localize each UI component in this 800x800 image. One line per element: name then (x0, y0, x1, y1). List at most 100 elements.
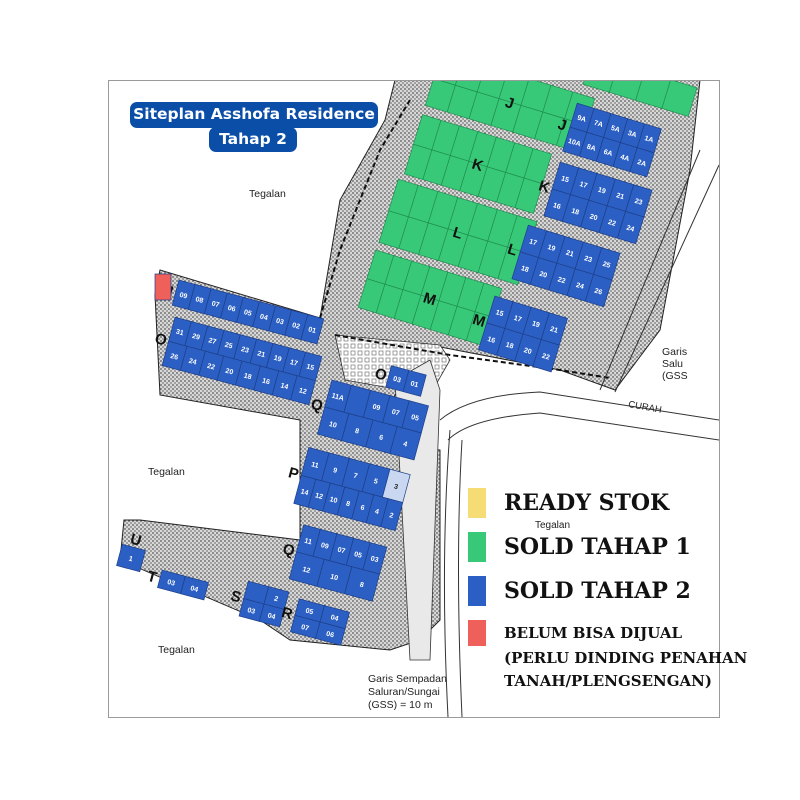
lot-number: 1 (128, 556, 134, 564)
lot-number: 3 (393, 483, 399, 491)
lot-number: 18 (243, 373, 252, 382)
lot-number: 6 (360, 504, 366, 512)
lot-number: 19 (597, 187, 607, 196)
lot-number: 06 (325, 631, 334, 640)
lot-number: 11 (310, 461, 319, 470)
lot-number: 21 (256, 350, 265, 359)
legend-swatch (468, 532, 486, 562)
lot-number: 06 (227, 305, 236, 314)
lot-2[interactable] (380, 498, 404, 532)
lot-number: 4 (402, 441, 408, 449)
lot-number: 07 (391, 409, 400, 418)
lot-number: 23 (583, 255, 593, 264)
lot-number: 03 (246, 607, 255, 616)
lot-number: 03 (370, 555, 379, 564)
lot-number: 12 (302, 566, 311, 575)
label-gss-bottom: Garis Sempadan Saluran/Sungai (GSS) = 10… (368, 673, 447, 711)
lot-number: 22 (557, 276, 567, 285)
title-line-1: Siteplan Asshofa Residence (130, 102, 378, 128)
legend-label: SOLD TAHAP 1 (504, 534, 691, 560)
lot-number: 04 (259, 313, 268, 322)
block-letter: M (421, 289, 438, 309)
lot-number: 07 (337, 547, 346, 556)
lot-number: 4 (374, 508, 380, 516)
lot[interactable] (582, 56, 619, 93)
lot-8[interactable] (344, 566, 380, 602)
lot-24[interactable] (616, 210, 645, 245)
lot-number: 20 (523, 347, 533, 356)
lot-number: 8 (354, 428, 360, 436)
lot-04[interactable] (180, 575, 209, 601)
lot-2a[interactable] (629, 147, 655, 178)
block-j-green: J (424, 52, 596, 153)
lot[interactable] (661, 80, 698, 117)
lot-26[interactable] (584, 273, 613, 308)
lot-number: 3A (627, 130, 638, 139)
lot-number: 09 (372, 404, 381, 413)
lot-number: 2 (389, 512, 395, 520)
block-letter: R (280, 604, 295, 623)
lot-1[interactable] (116, 543, 146, 573)
lot-number: 03 (392, 376, 401, 385)
lot-number: 04 (267, 612, 276, 621)
lot-number: 05 (410, 414, 419, 423)
lot[interactable] (154, 273, 172, 301)
lot-number: 17 (579, 181, 589, 190)
label-gss-right: Garis Salu (GSS (662, 346, 688, 382)
lot-12[interactable] (290, 375, 316, 406)
lot-number: 18 (570, 208, 580, 217)
lot-01[interactable] (402, 369, 427, 397)
lot-number: 09 (320, 542, 329, 551)
lot-number: 18 (520, 265, 530, 274)
lot-number: 11A (331, 393, 345, 403)
lot-06[interactable] (315, 621, 346, 646)
legend-label: SOLD TAHAP 2 (504, 578, 691, 604)
lot-number: 18 (505, 342, 515, 351)
legend-item-sold1: SOLD TAHAP 1 (468, 532, 691, 562)
lot-22[interactable] (532, 339, 560, 373)
block-m-green: M (357, 249, 503, 347)
lot-number: 05 (353, 551, 362, 560)
lot-number: 5A (610, 125, 621, 134)
block-letter: S (229, 587, 243, 606)
lot-number: 22 (541, 353, 551, 362)
lot-number: 15 (560, 175, 570, 184)
lot-number: 08 (195, 296, 204, 305)
lot-number: 21 (565, 250, 575, 259)
lot-number: 1A (644, 135, 655, 144)
lot-number: 19 (273, 355, 282, 364)
lot-number: 27 (208, 337, 217, 346)
lot-number: 10 (329, 574, 338, 583)
lot-04[interactable] (258, 603, 285, 628)
lot-number: 21 (615, 192, 625, 201)
lot-number: 14 (280, 382, 289, 391)
lot-number: 5 (373, 478, 379, 486)
lot-number: 19 (547, 244, 557, 253)
lot-number: 26 (593, 288, 603, 297)
lot-number: 8 (359, 582, 365, 590)
lot-number: 6 (378, 434, 384, 442)
legend-swatch (468, 576, 486, 606)
lot-number: 12 (314, 492, 323, 501)
lot-01[interactable] (300, 314, 325, 345)
lot-number: 16 (261, 378, 270, 387)
lot-number: 20 (589, 213, 599, 222)
block-k-green: K (403, 114, 553, 214)
legend-swatch (468, 620, 486, 646)
lot-number: 26 (169, 353, 178, 362)
lot[interactable] (514, 177, 543, 214)
lot-number: 10 (329, 496, 338, 505)
block-letter: Q (281, 541, 297, 561)
lot[interactable] (433, 52, 464, 86)
lot-4[interactable] (389, 426, 422, 461)
lot-number: 24 (625, 225, 635, 234)
lot-number: 10A (567, 138, 581, 148)
